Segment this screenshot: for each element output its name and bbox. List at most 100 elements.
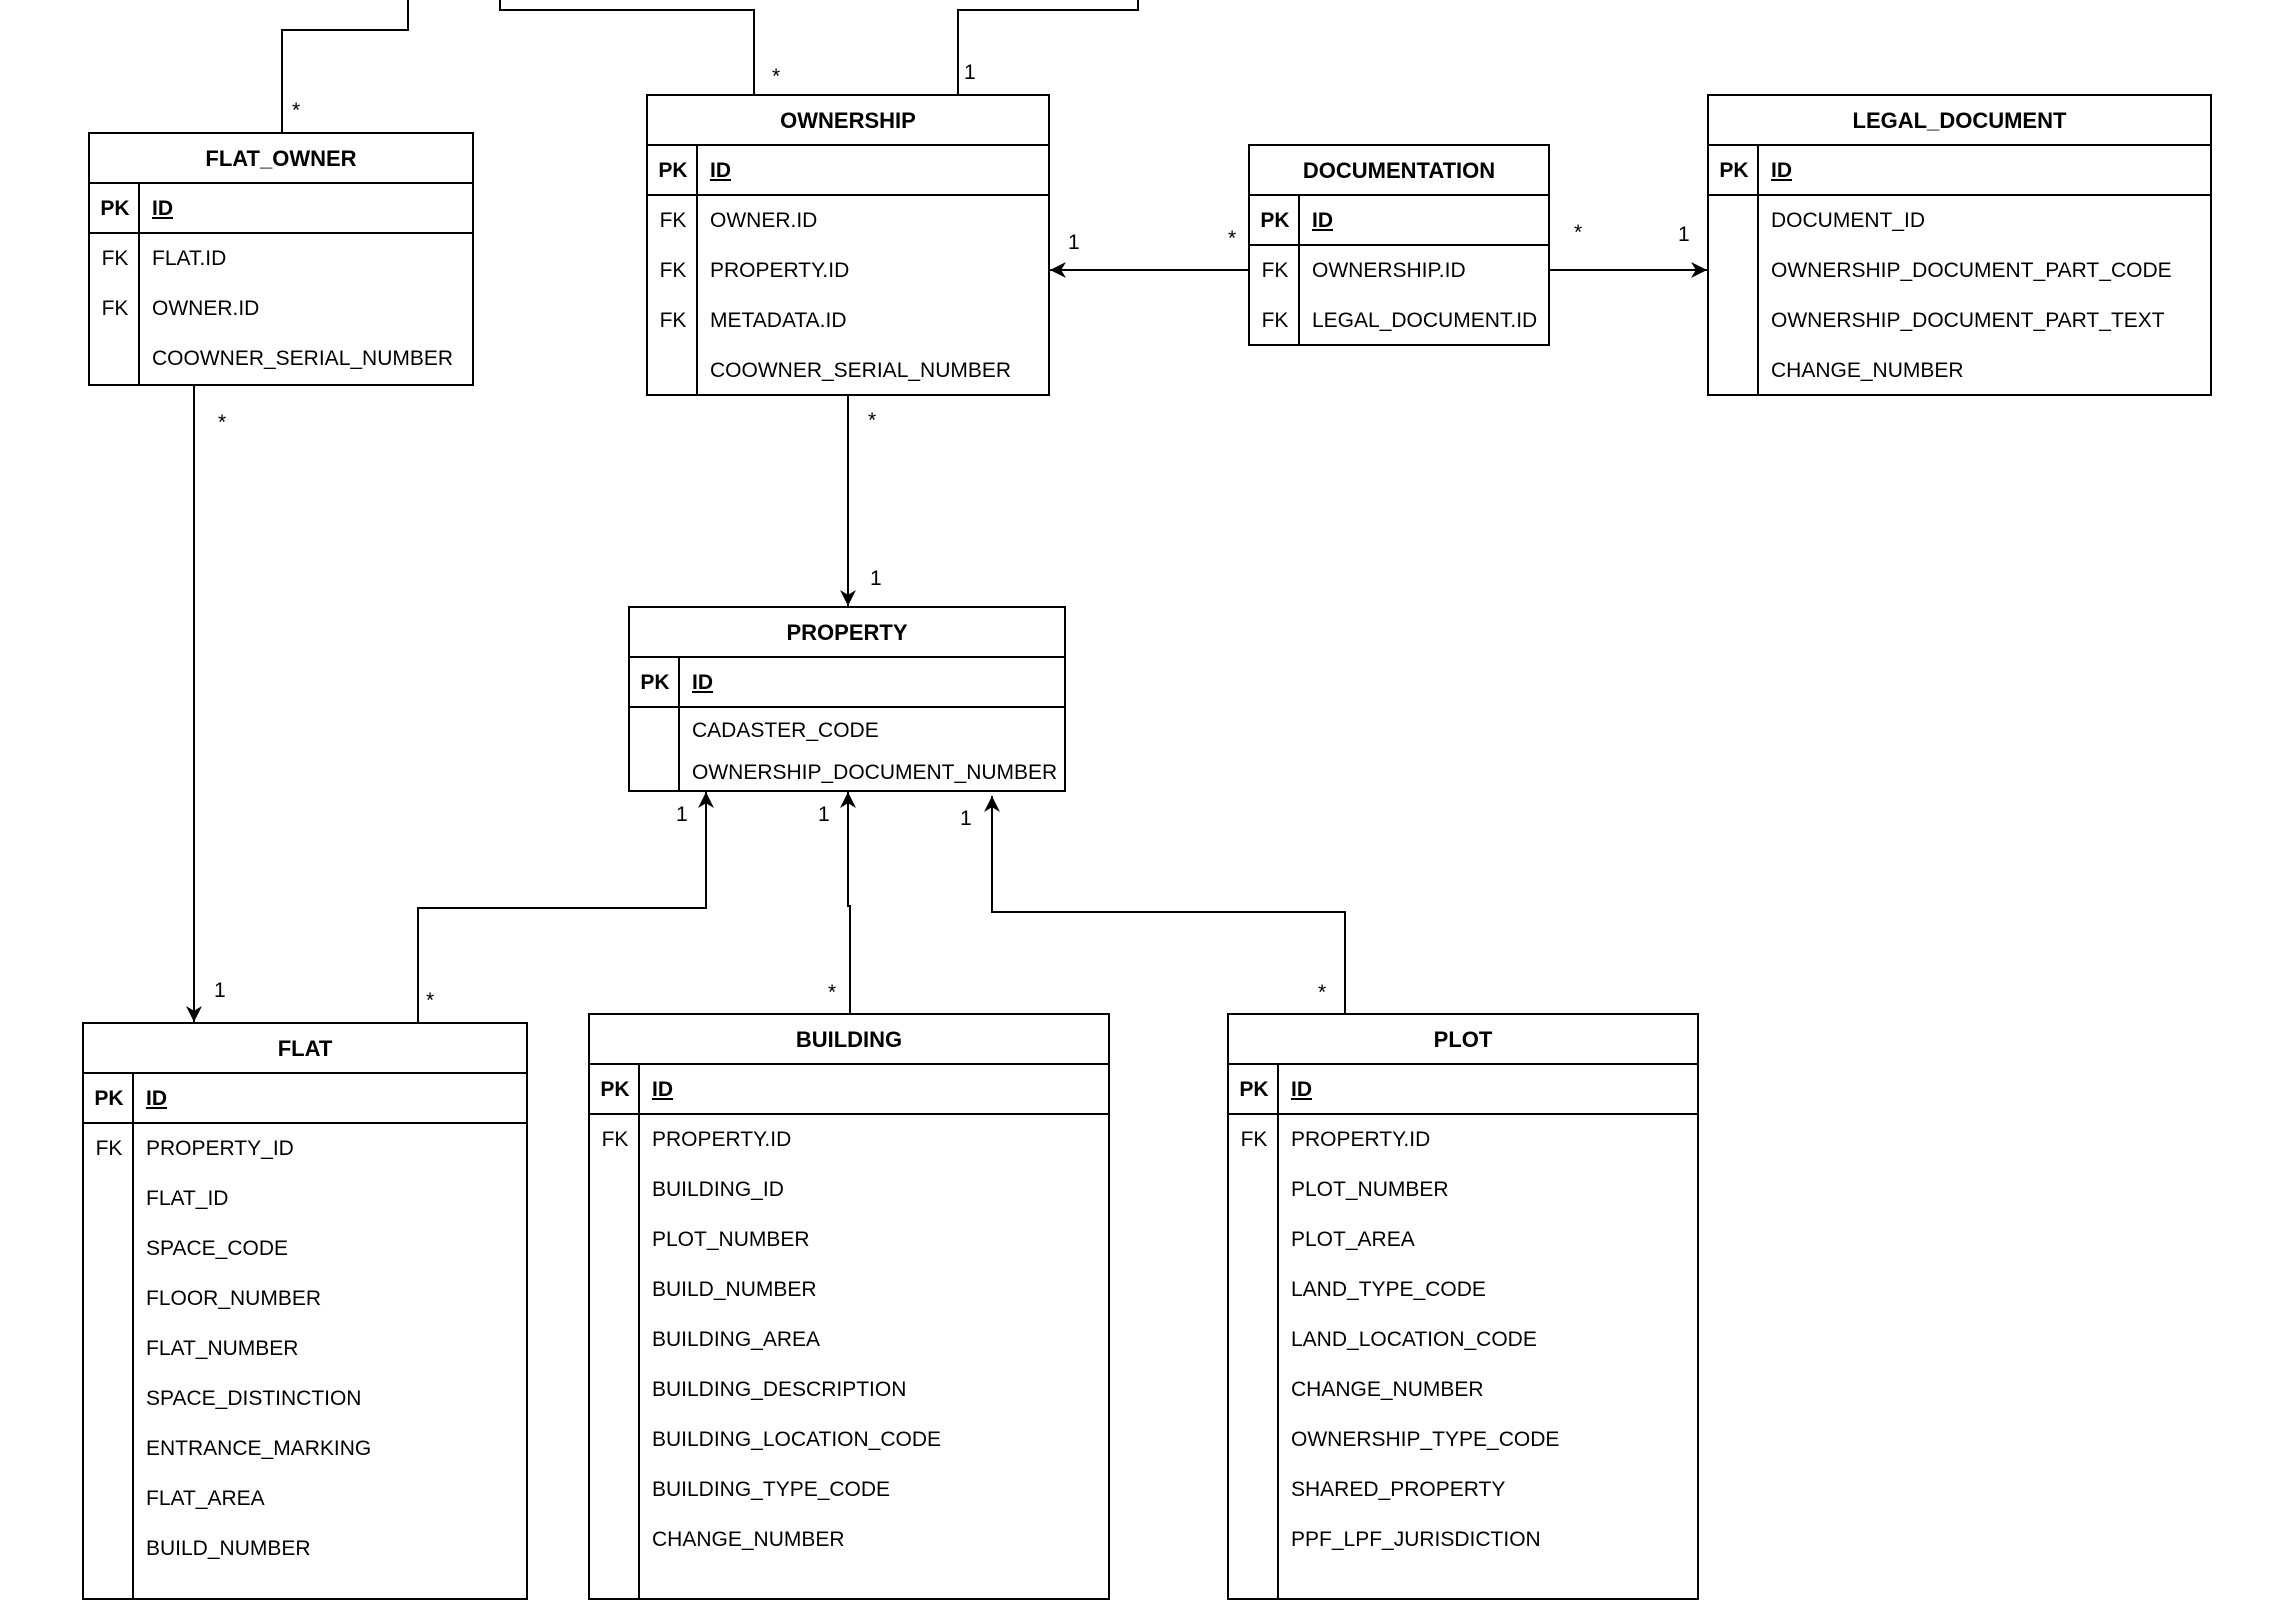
field-name: LAND_LOCATION_CODE (1291, 1328, 1537, 1351)
field-row[interactable]: DOCUMENT_ID (1709, 196, 2210, 246)
multiplicity-target: 1 (870, 567, 882, 590)
field-name: BUILDING_ID (652, 1178, 784, 1201)
field-name: COOWNER_SERIAL_NUMBER (152, 347, 454, 370)
entity-title: FLAT_OWNER (205, 146, 357, 171)
field-name: BUILD_NUMBER (652, 1278, 817, 1301)
field-row[interactable]: LAND_LOCATION_CODE (1229, 1315, 1697, 1365)
field-row[interactable]: BUILD_NUMBER (84, 1524, 526, 1574)
field-row[interactable]: PLOT_AREA (1229, 1215, 1697, 1265)
field-row[interactable]: FLOOR_NUMBER (84, 1274, 526, 1324)
header-divider (1709, 144, 2210, 146)
field-name: ID (710, 159, 731, 182)
field-row[interactable]: ENTRANCE_MARKING (84, 1424, 526, 1474)
relationship-plot-to-property[interactable] (984, 796, 1346, 1013)
field-row[interactable]: BUILDING_ID (590, 1165, 1108, 1215)
field-row[interactable]: BUILDING_TYPE_CODE (590, 1465, 1108, 1515)
field-row[interactable]: BUILDING_DESCRIPTION (590, 1365, 1108, 1415)
field-row[interactable]: CHANGE_NUMBER (590, 1515, 1108, 1565)
key-column-divider (1757, 144, 1759, 394)
multiplicity-target: 1 (676, 803, 688, 826)
field-row[interactable]: LAND_TYPE_CODE (1229, 1265, 1697, 1315)
header-divider (1250, 194, 1548, 196)
primary-key-divider (84, 1122, 526, 1124)
field-row[interactable]: OWNERSHIP_DOCUMENT_PART_CODE (1709, 246, 2210, 296)
header-divider (1229, 1063, 1697, 1065)
relationship-ownership-to-croppedabove[interactable] (957, 0, 1139, 94)
multiplicity-source: * (1574, 221, 1583, 244)
field-name: CHANGE_NUMBER (1771, 359, 1964, 382)
field-row[interactable]: BUILDING_AREA (590, 1315, 1108, 1365)
field-row[interactable]: OWNERSHIP_DOCUMENT_NUMBER (630, 752, 1064, 790)
field-row[interactable]: COOWNER_SERIAL_NUMBER (90, 334, 472, 384)
primary-key-divider (90, 232, 472, 234)
field-row[interactable]: SHARED_PROPERTY (1229, 1465, 1697, 1515)
key-column-divider (696, 144, 698, 394)
field-row[interactable]: SPACE_DISTINCTION (84, 1374, 526, 1424)
header-divider (84, 1072, 526, 1074)
field-row[interactable]: OWNERSHIP_TYPE_CODE (1229, 1415, 1697, 1465)
field-name: OWNERSHIP.ID (1312, 259, 1466, 282)
relationship-building-to-property[interactable] (840, 792, 856, 1013)
pk-marker: PK (640, 671, 670, 694)
field-row[interactable]: PPF_LPF_JURISDICTION (1229, 1515, 1697, 1565)
field-row[interactable]: BUILDING_LOCATION_CODE (590, 1415, 1108, 1465)
field-name: OWNER.ID (152, 297, 260, 320)
field-row[interactable]: CHANGE_NUMBER (1229, 1365, 1697, 1415)
field-row[interactable]: BUILD_NUMBER (590, 1265, 1108, 1315)
field-row[interactable]: FLAT_NUMBER (84, 1324, 526, 1374)
field-name: ENTRANCE_MARKING (146, 1437, 372, 1460)
pk-marker: PK (1239, 1078, 1269, 1101)
multiplicity-source: * (426, 989, 435, 1012)
field-row[interactable]: PLOT_NUMBER (1229, 1165, 1697, 1215)
field-name: BUILD_NUMBER (146, 1537, 311, 1560)
header-divider (90, 182, 472, 184)
field-name: SHARED_PROPERTY (1291, 1478, 1506, 1501)
relationship-ownership-to-croppedabove[interactable] (499, 0, 755, 94)
field-row[interactable]: CADASTER_CODE (630, 710, 1064, 752)
relationship-flat-to-property[interactable] (417, 792, 714, 1022)
fk-marker: FK (101, 247, 129, 270)
field-row[interactable]: FLAT_ID (84, 1174, 526, 1224)
header-divider (590, 1063, 1108, 1065)
field-name: ID (1771, 159, 1792, 182)
field-row[interactable]: CHANGE_NUMBER (1709, 346, 2210, 394)
field-row[interactable]: SPACE_CODE (84, 1224, 526, 1274)
field-name: OWNERSHIP_DOCUMENT_NUMBER (692, 761, 1058, 784)
field-row[interactable]: OWNERSHIP_DOCUMENT_PART_TEXT (1709, 296, 2210, 346)
field-row[interactable]: PLOT_NUMBER (590, 1215, 1108, 1265)
field-name: LEGAL_DOCUMENT.ID (1312, 309, 1538, 332)
relationship-flat_owner-to-croppedabove[interactable] (281, 0, 409, 132)
fk-marker: FK (659, 259, 687, 282)
field-name: ID (146, 1087, 167, 1110)
fk-marker: FK (659, 209, 687, 232)
fk-marker: FK (95, 1137, 123, 1160)
field-row[interactable]: FLAT_AREA (84, 1474, 526, 1524)
field-row[interactable]: COOWNER_SERIAL_NUMBER (648, 346, 1048, 394)
